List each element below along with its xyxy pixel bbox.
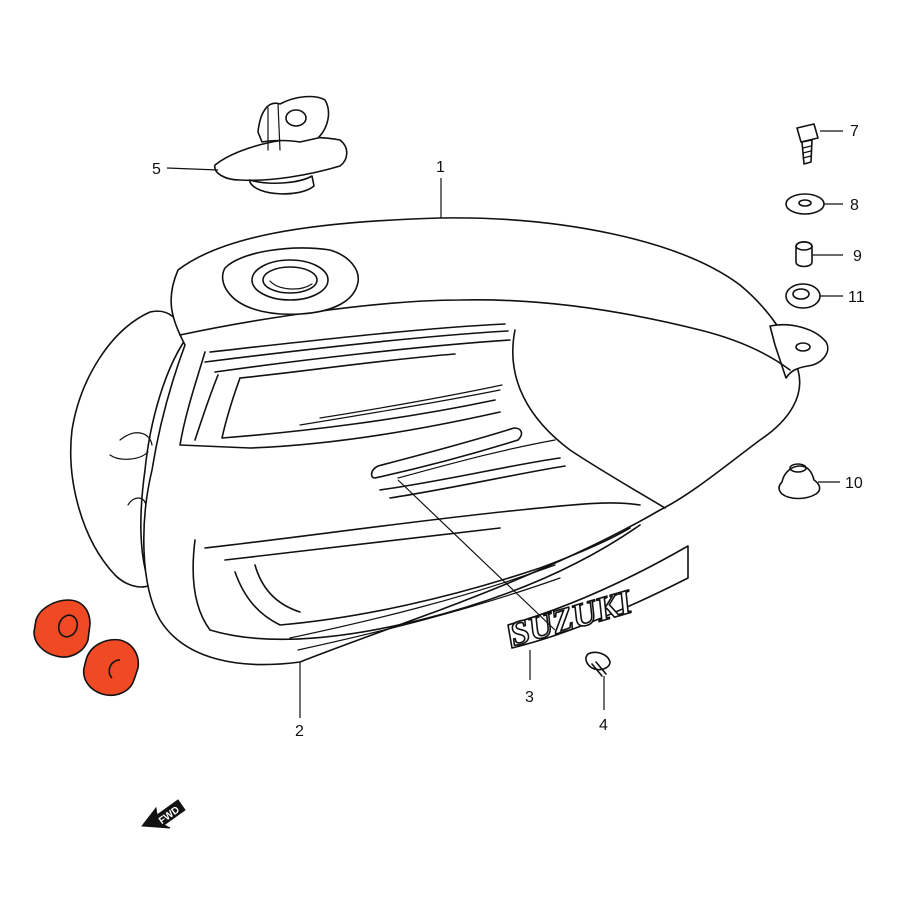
callout-10: 10 [845, 475, 863, 492]
highlighted-rubber-cushions [33, 599, 140, 696]
callout-4: 4 [599, 717, 608, 734]
emblem-screw [585, 651, 611, 677]
tank-rear-mount-tab [769, 324, 829, 379]
fuel-cap [214, 95, 348, 195]
callout-3: 3 [525, 689, 534, 706]
callout-5: 5 [152, 161, 161, 178]
rubber-cushion-upper [33, 599, 91, 658]
callout-2: 2 [295, 723, 304, 740]
rubber-cushion-lower [82, 638, 140, 696]
callout-9: 9 [853, 248, 862, 265]
callout-1: 1 [436, 159, 445, 176]
tank-filler-neck [221, 247, 359, 316]
collar-part [795, 240, 813, 268]
fuel-tank [69, 217, 829, 666]
leader-lines [166, 130, 843, 718]
cushion-part [778, 463, 821, 500]
emblem-text: SUZUKI [506, 583, 638, 653]
callout-7: 7 [850, 123, 859, 140]
washer-part [785, 193, 825, 215]
callout-8: 8 [850, 197, 859, 214]
bolt-part [796, 123, 819, 165]
grommet-part [785, 283, 821, 309]
fwd-direction-arrow: FWD [141, 799, 186, 829]
callout-11: 11 [848, 289, 865, 306]
